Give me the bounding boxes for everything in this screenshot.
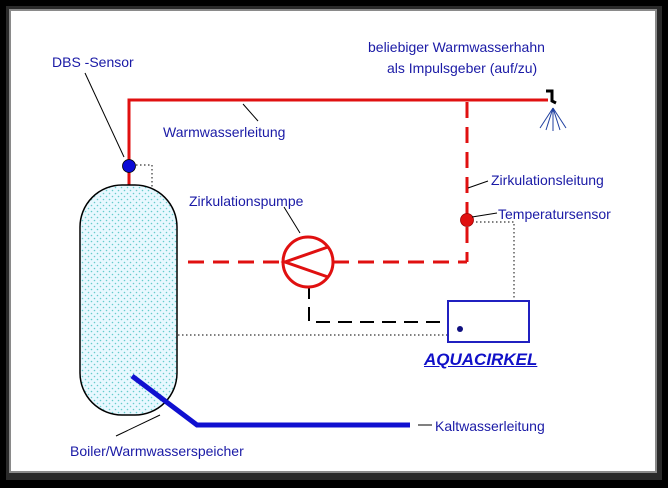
leader-lines bbox=[84, 72, 498, 437]
pump-symbol bbox=[280, 235, 335, 289]
cold-water-line bbox=[130, 374, 410, 428]
pump-control-line bbox=[308, 285, 448, 323]
hot-water-line-label: Warmwasserleitung bbox=[163, 124, 286, 140]
boiler-label: Boiler/Warmwasserspeicher bbox=[70, 443, 244, 459]
circulation-line-label: Zirkulationsleitung bbox=[491, 172, 604, 188]
circulation-line bbox=[188, 102, 469, 264]
aquacirkel-logo: AQUACIRKEL bbox=[424, 350, 538, 369]
cold-water-line-label: Kaltwasserleitung bbox=[435, 418, 545, 434]
boiler-tank bbox=[79, 184, 178, 416]
hot-water-line bbox=[127, 98, 548, 185]
faucet-label-line1: beliebiger Warmwasserhahn bbox=[368, 39, 545, 55]
pump-label: Zirkulationspumpe bbox=[189, 193, 304, 209]
faucet-label-line2: als Impulsgeber (auf/zu) bbox=[387, 60, 538, 76]
controller-box bbox=[447, 300, 530, 343]
dbs-sensor-dot bbox=[122, 159, 136, 173]
dbs-sensor-label: DBS -Sensor bbox=[52, 54, 134, 70]
faucet-icon bbox=[539, 89, 567, 131]
temperature-sensor-label: Temperatursensor bbox=[498, 206, 611, 222]
temperature-sensor-dot bbox=[460, 213, 474, 227]
